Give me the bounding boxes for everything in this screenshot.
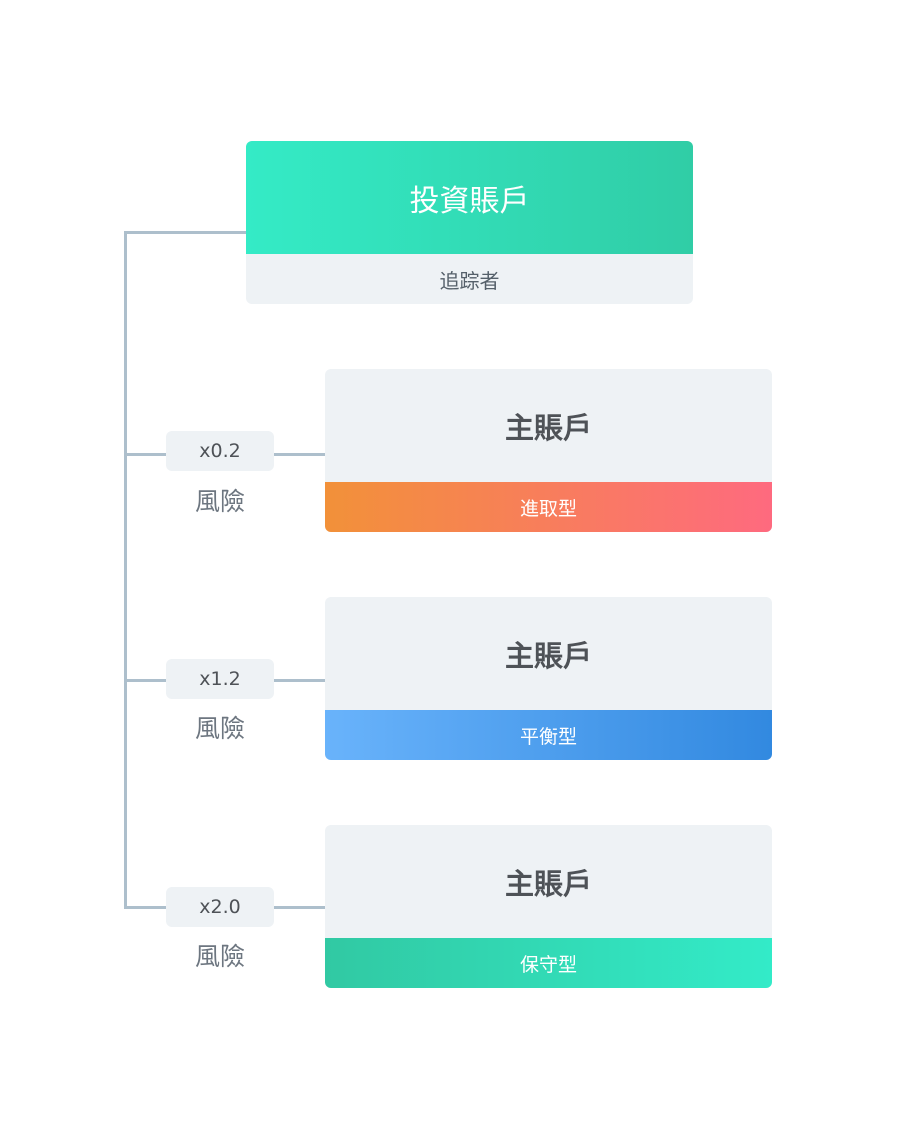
investor-account-subtitle: 追踪者	[439, 268, 500, 293]
risk-label: 風險	[194, 714, 245, 743]
risk-label: 風險	[194, 942, 245, 971]
connector-to-investor	[124, 231, 246, 234]
account-type-band-aggressive: 進取型	[325, 482, 772, 532]
master-account-title: 主賬戶	[504, 410, 592, 445]
connector-link-3-right	[274, 906, 325, 909]
connector-vertical	[124, 231, 127, 909]
master-account-card-conservative: 主賬戶 保守型	[325, 825, 772, 988]
investor-account-title: 投資賬戶	[246, 141, 693, 254]
connector-link-2-right	[274, 679, 325, 682]
connector-link-1-right	[274, 453, 325, 456]
investor-account-card: 投資賬戶 追踪者	[246, 141, 693, 304]
master-account-title: 主賬戶	[504, 638, 592, 673]
account-type-band-balanced: 平衡型	[325, 710, 772, 760]
connector-link-2-left	[124, 679, 166, 682]
master-account-title: 主賬戶	[504, 866, 592, 901]
risk-multiplier-badge: x1.2	[166, 659, 274, 699]
connector-link-1-left	[124, 453, 166, 456]
connector-link-3-left	[124, 906, 166, 909]
master-account-card-aggressive: 主賬戶 進取型	[325, 369, 772, 532]
risk-multiplier-badge: x2.0	[166, 887, 274, 927]
master-account-card-balanced: 主賬戶 平衡型	[325, 597, 772, 760]
risk-label: 風險	[194, 487, 245, 516]
risk-multiplier-badge: x0.2	[166, 431, 274, 471]
account-type-band-conservative: 保守型	[325, 938, 772, 988]
